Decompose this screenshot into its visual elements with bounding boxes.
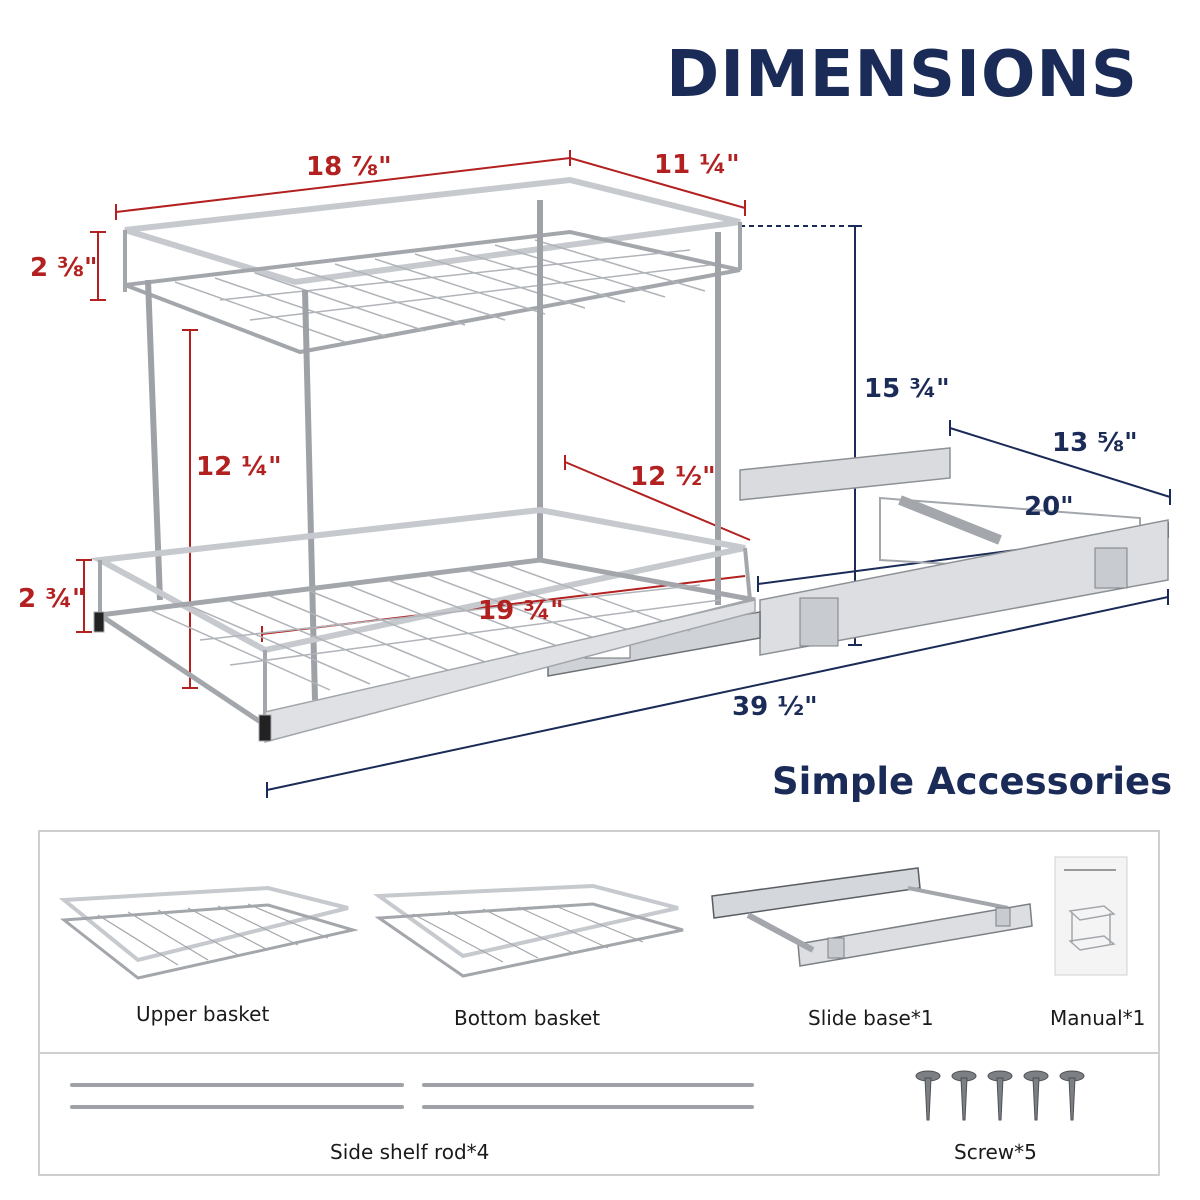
caption-bottom-basket: Bottom basket (454, 1006, 601, 1030)
dim-top-width: 11 ¼" (654, 150, 740, 180)
product-illustration (76, 150, 1171, 798)
caption-screw: Screw*5 (954, 1140, 1037, 1164)
side-shelf-rods (70, 1083, 754, 1109)
dim-top-length: 18 ⅞" (306, 152, 392, 182)
slide-base-thumbnail (711, 867, 1033, 967)
caption-upper-basket: Upper basket (136, 1002, 270, 1026)
screw-icon (1023, 1070, 1049, 1121)
caption-slide-base: Slide base*1 (808, 1006, 934, 1030)
upper-basket-thumbnail (58, 885, 358, 980)
dim-slide-length: 20" (1024, 492, 1074, 522)
accessories-panel: Upper basket Bottom basket Slide base*1 (38, 830, 1160, 1176)
dim-bottom-length: 19 ¾" (478, 596, 564, 626)
manual-thumbnail (1054, 856, 1128, 976)
screw-icon (987, 1070, 1013, 1121)
page-title: DIMENSIONS (666, 38, 1138, 112)
bottom-basket-thumbnail (373, 883, 684, 978)
dim-upper-basket-height: 2 ⅜" (30, 253, 98, 283)
caption-manual: Manual*1 (1050, 1006, 1146, 1030)
dim-extended-length: 39 ½" (732, 692, 818, 722)
accessories-heading: Simple Accessories (772, 760, 1173, 803)
dim-bottom-basket-height: 2 ¾" (18, 584, 86, 614)
upper-basket (123, 176, 742, 355)
dim-inner-height: 12 ¼" (196, 452, 282, 482)
dim-total-height: 15 ¾" (864, 374, 950, 404)
dim-bottom-width: 12 ½" (630, 462, 716, 492)
screw-icon (1059, 1070, 1085, 1121)
screw-icon (915, 1070, 941, 1121)
accessories-divider (40, 1052, 1158, 1054)
screws (915, 1070, 1085, 1121)
caption-side-shelf-rod: Side shelf rod*4 (330, 1140, 490, 1164)
bottom-basket (90, 506, 756, 743)
dim-slide-width: 13 ⅝" (1052, 428, 1138, 458)
screw-icon (951, 1070, 977, 1121)
